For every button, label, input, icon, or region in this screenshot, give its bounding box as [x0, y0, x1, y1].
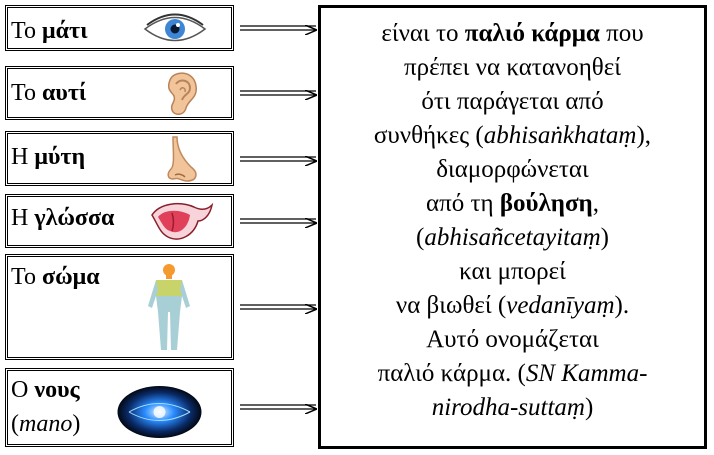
sense-box-body: [5, 254, 234, 360]
sense-label-eye: Το μάτι: [11, 19, 88, 43]
sense-word: αυτί: [42, 80, 87, 106]
arrow-nose: [240, 157, 316, 161]
description-line-9: να βιωθεί (vedanīyaṃ).: [395, 292, 630, 319]
eye-icon: [143, 13, 207, 42]
sense-label-mind: Ο νους: [11, 378, 80, 402]
arrow-eye: [240, 26, 316, 30]
description-line-7: (abhisañcetayitaṃ): [415, 224, 609, 251]
sense-prefix: Η: [11, 144, 35, 170]
body-icon: [148, 264, 190, 350]
sense-prefix: Η: [11, 205, 35, 231]
arrow-body: [240, 305, 316, 309]
sense-label-ear: Το αυτί: [11, 81, 86, 105]
nose-icon: [167, 136, 197, 182]
description-line-1: είναι το παλιό κάρμα που: [381, 20, 644, 47]
description-line-10: Αυτό ονομάζεται: [426, 326, 599, 353]
sense-word: μάτι: [42, 18, 88, 44]
description-line-2: πρέπει να κατανοηθεί: [403, 54, 622, 81]
sense-note-mind: (mano): [11, 411, 81, 437]
arrow-tongue: [240, 219, 316, 223]
ear-icon: [167, 72, 197, 115]
description-box: είναι το παλιό κάρμα που πρέπει να καταν…: [318, 5, 707, 449]
tongue-icon: [151, 202, 214, 240]
description-line-6: από τη βούληση,: [425, 190, 599, 217]
sense-word: νους: [34, 377, 80, 403]
sense-prefix: Ο: [11, 377, 35, 403]
sense-prefix: Το: [11, 80, 43, 106]
arrow-ear: [240, 91, 316, 95]
sense-label-tongue: Η γλώσσα: [11, 206, 114, 230]
sense-prefix: Το: [11, 18, 43, 44]
sense-label-body: Το σώμα: [11, 265, 100, 289]
description-line-5: διαμορφώνεται: [436, 156, 589, 183]
sense-label-nose: Η μύτη: [11, 145, 85, 169]
description-line-4: συνθήκες (abhisaṅkhataṃ),: [373, 122, 652, 149]
sense-word: γλώσσα: [34, 205, 115, 231]
description-line-3: ότι παράγεται από: [421, 88, 604, 115]
description-line-8: και μπορεί: [459, 258, 566, 285]
sense-word: μύτη: [34, 144, 86, 170]
arrow-mind: [240, 405, 316, 409]
sense-word: σώμα: [42, 264, 100, 290]
description-line-12: nirodha-suttaṃ): [431, 394, 594, 421]
mind-icon: [117, 386, 202, 438]
sense-note: mano: [19, 411, 73, 437]
description-line-11: παλιό κάρμα. (SN Kamma-: [377, 360, 648, 387]
sense-prefix: Το: [11, 264, 43, 290]
